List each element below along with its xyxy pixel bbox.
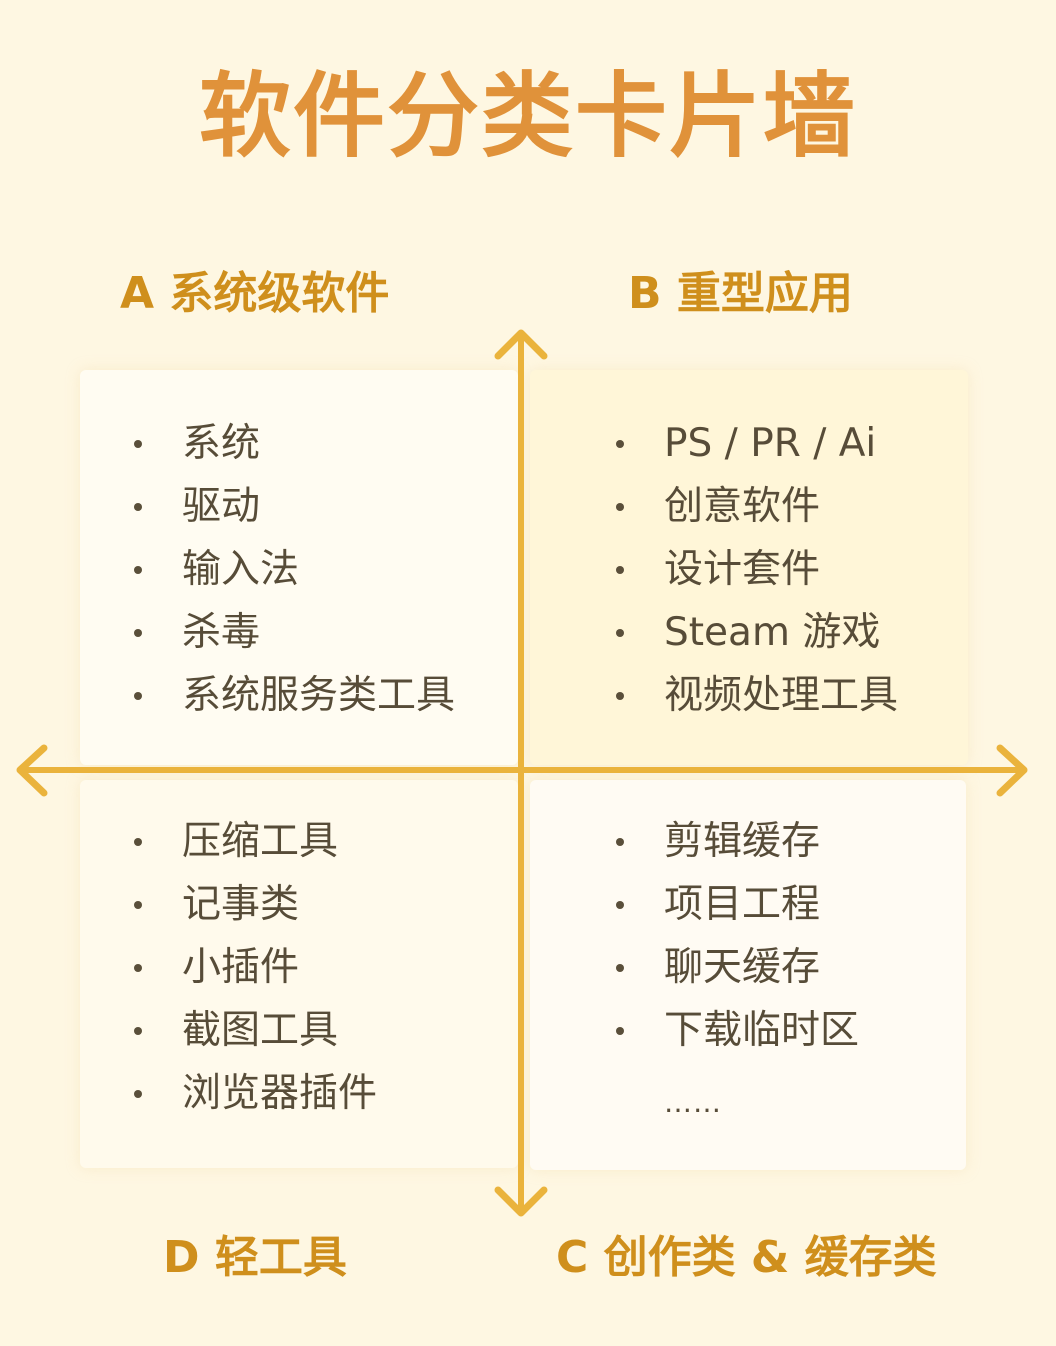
bullet-icon (616, 440, 624, 448)
arrow-left-icon (16, 744, 48, 797)
bullet-icon (616, 692, 624, 700)
bullet-icon (134, 1027, 142, 1035)
bullet-icon (134, 838, 142, 846)
bullet-icon (134, 566, 142, 574)
quadrant-d-card: 压缩工具 记事类 小插件 截图工具 浏览器插件 (80, 780, 518, 1168)
horizontal-axis (22, 767, 1026, 773)
bullet-icon (134, 692, 142, 700)
bullet-icon (134, 503, 142, 511)
arrow-up-icon (494, 329, 548, 360)
more-ellipsis: …… (664, 1086, 722, 1119)
quadrant-a-label: A 系统级软件 (120, 268, 390, 319)
bullet-icon (616, 901, 624, 909)
bullet-icon (134, 964, 142, 972)
quadrant-b-card: PS / PR / Ai 创意软件 设计套件 Steam 游戏 视频处理工具 (530, 370, 968, 765)
arrow-down-icon (494, 1186, 548, 1217)
quadrant-a-card: 系统 驱动 输入法 杀毒 系统服务类工具 (80, 370, 518, 765)
bullet-icon (134, 629, 142, 637)
page-title: 软件分类卡片墙 (198, 63, 857, 170)
bullet-icon (616, 964, 624, 972)
bullet-icon (616, 566, 624, 574)
bullet-icon (616, 1027, 624, 1035)
arrow-right-icon (996, 744, 1028, 797)
bullet-icon (616, 503, 624, 511)
bullet-icon (134, 440, 142, 448)
bullet-icon (134, 901, 142, 909)
bullet-icon (616, 629, 624, 637)
quadrant-d-label: D 轻工具 (163, 1232, 347, 1283)
bullet-icon (134, 1090, 142, 1098)
quadrant-b-label: B 重型应用 (628, 268, 853, 319)
quadrant-c-label: C 创作类 & 缓存类 (556, 1232, 937, 1283)
bullet-icon (616, 838, 624, 846)
quadrant-c-card: 剪辑缓存 项目工程 聊天缓存 下载临时区 …… (530, 780, 966, 1170)
vertical-axis (518, 336, 524, 1210)
